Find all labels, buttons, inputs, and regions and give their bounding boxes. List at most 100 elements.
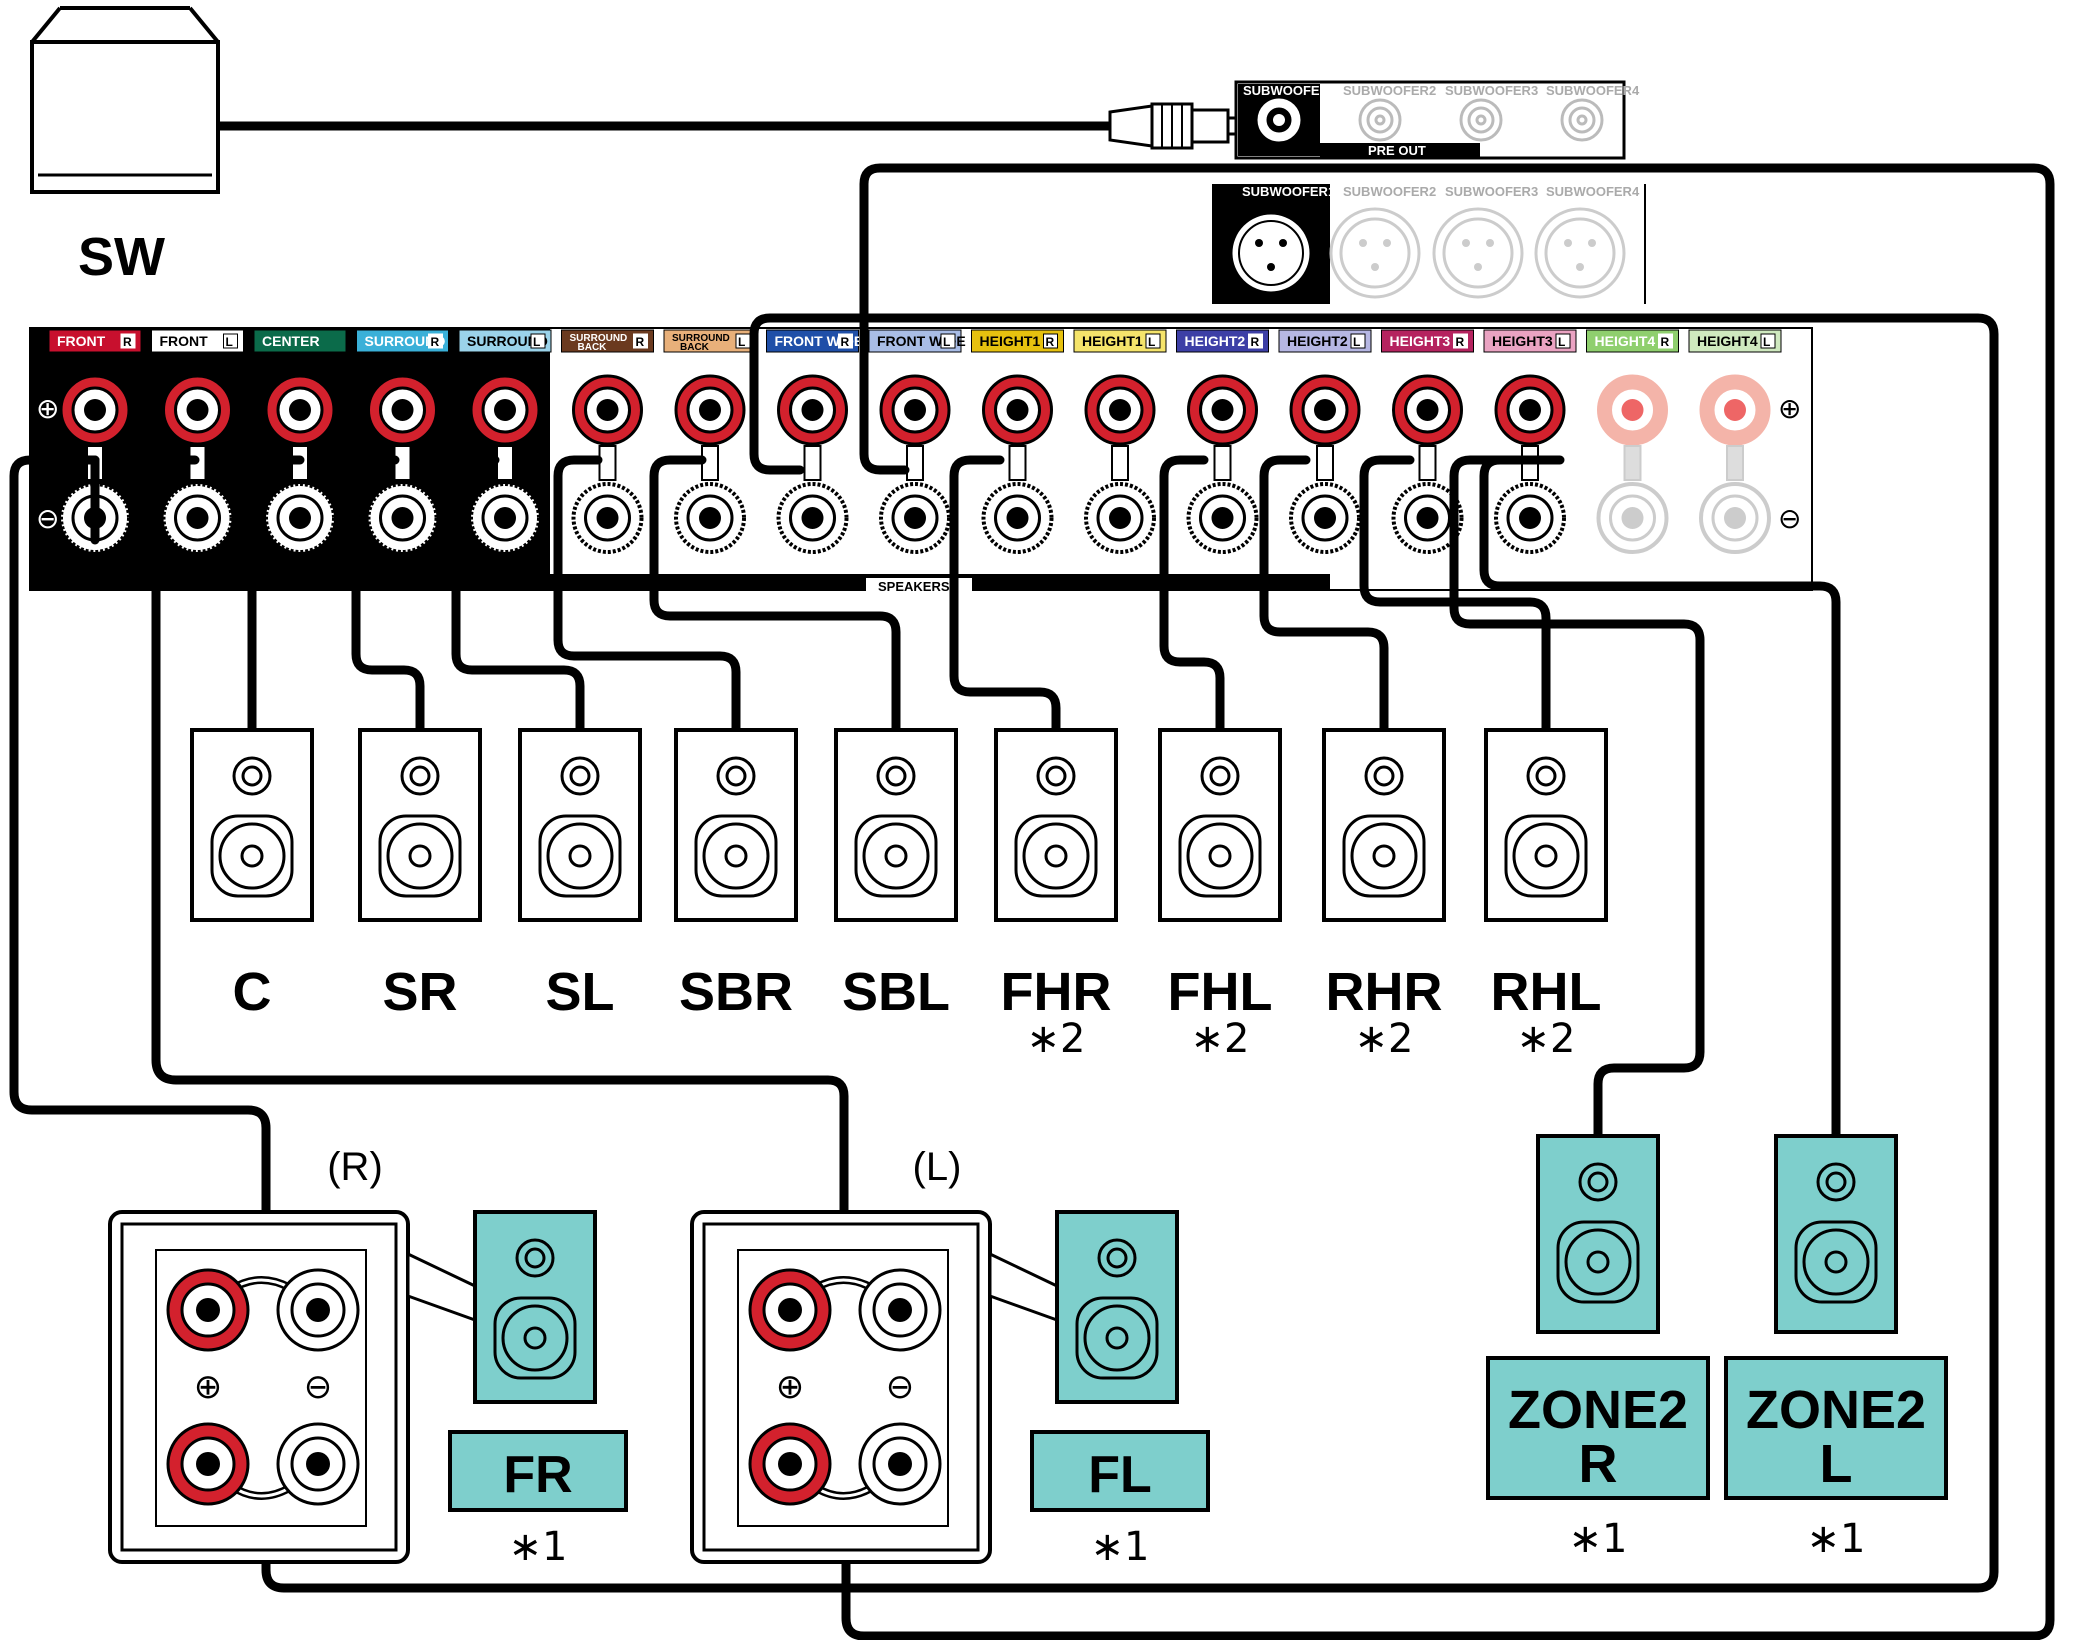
speaker-label-fhl: FHL: [1168, 962, 1273, 1022]
speaker-sr: [358, 728, 482, 922]
plus-post-12[interactable]: [1187, 374, 1258, 446]
preout-rca-label-3: SUBWOOFER3: [1445, 83, 1538, 98]
plus-post-8[interactable]: [777, 374, 848, 446]
plus-post-17[interactable]: [1699, 374, 1771, 446]
plus-post-15[interactable]: [1494, 374, 1566, 446]
terminal-side-7: L: [738, 335, 745, 349]
minus-post-8[interactable]: [776, 482, 849, 554]
minus-post-6[interactable]: [571, 482, 644, 554]
terminal-side-10: R: [1046, 335, 1055, 349]
speaker-label-fhr: FHR: [1001, 962, 1112, 1022]
minus-post-2[interactable]: [161, 482, 234, 554]
minus-post-11[interactable]: [1084, 482, 1156, 554]
plus-post-5[interactable]: [469, 374, 541, 446]
speaker-rhl: [1484, 728, 1608, 922]
speaker-note-fr: ∗1: [509, 1524, 568, 1570]
plus-mark-right: ⊕: [1778, 392, 1801, 425]
bi-amp-post-1[interactable]: [166, 1268, 250, 1352]
minus-post-5[interactable]: [469, 482, 541, 554]
minus-post-16[interactable]: [1596, 482, 1669, 554]
bi-amp-post-4[interactable]: [858, 1422, 942, 1506]
speaker-c: [190, 728, 314, 922]
speaker-label-sbr: SBR: [679, 962, 793, 1022]
plus-post-9[interactable]: [879, 374, 951, 446]
plus-post-10[interactable]: [982, 374, 1053, 446]
bi-amp-post-4[interactable]: [276, 1422, 360, 1506]
preout-section-label: PRE OUT: [1368, 143, 1426, 158]
bi-amp-post-3[interactable]: [748, 1422, 832, 1506]
speaker-sbr: [674, 728, 798, 922]
terminal-side-6: R: [636, 335, 645, 349]
terminal-side-14: R: [1456, 335, 1465, 349]
speaker-sbl: [834, 728, 958, 922]
terminal-label-10: HEIGHT1: [980, 333, 1041, 349]
bi-amp-post-2[interactable]: [276, 1268, 360, 1352]
speaker-zone2-r: [1536, 1134, 1660, 1334]
speaker-label-fl: FL: [1088, 1446, 1152, 1504]
minus-post-13[interactable]: [1289, 482, 1361, 554]
minus-post-4[interactable]: [366, 482, 439, 554]
terminal-sublabel-6: BACK: [578, 342, 608, 353]
terminal-side-9: L: [943, 335, 950, 349]
plus-post-13[interactable]: [1289, 374, 1361, 446]
bi-amp-post-3[interactable]: [166, 1422, 250, 1506]
plus-post-4[interactable]: [367, 374, 438, 446]
terminal-label-11: HEIGHT1: [1082, 333, 1143, 349]
xlr-label-1: SUBWOOFER1: [1242, 184, 1335, 199]
speaker-label-c: C: [233, 962, 272, 1022]
terminal-label-4: SURROUND: [365, 333, 446, 349]
plus-post-1[interactable]: [59, 374, 131, 446]
wires: [9, 163, 2055, 1640]
terminal-side-16: R: [1661, 335, 1670, 349]
terminal-side-17: L: [1763, 335, 1770, 349]
terminal-side-8: R: [841, 335, 850, 349]
speaker-label-rhr: RHR: [1326, 962, 1443, 1022]
minus-post-17[interactable]: [1699, 482, 1771, 554]
bi-amp-post-2[interactable]: [858, 1268, 942, 1352]
plus-post-6[interactable]: [572, 374, 643, 446]
terminal-label-2: FRONT: [160, 333, 209, 349]
xlr-panel: SUBWOOFER1 SUBWOOFER2 SUBWOOFER3 SUBWOOF…: [1212, 184, 1646, 304]
speakers-section-label: SPEAKERS: [878, 579, 950, 594]
terminal-label-6: SURROUND: [570, 333, 628, 344]
speaker-sl: [518, 728, 642, 922]
speaker-fl: [1055, 1210, 1179, 1404]
minus-post-12[interactable]: [1186, 482, 1259, 554]
minus-post-7[interactable]: [674, 482, 746, 554]
zone2-side-label: L: [1820, 1434, 1853, 1494]
minus-post-10[interactable]: [981, 482, 1054, 554]
subwoofer: SW: [30, 6, 220, 287]
bi-amp-minus-mark: ⊖: [304, 1367, 333, 1407]
terminal-label-1: FRONT: [57, 333, 106, 349]
terminal-16: HEIGHT4 R: [1586, 329, 1679, 554]
plus-post-14[interactable]: [1392, 374, 1463, 446]
subwoofer-label: SW: [78, 227, 165, 287]
plus-post-3[interactable]: [264, 374, 336, 446]
plus-post-16[interactable]: [1597, 374, 1668, 446]
minus-post-9[interactable]: [879, 482, 951, 554]
speaker-zone2-l: [1774, 1134, 1898, 1334]
speaker-fhr: [994, 728, 1118, 922]
plus-post-7[interactable]: [674, 374, 746, 446]
terminal-label-16: HEIGHT4: [1595, 333, 1656, 349]
minus-mark-right: ⊖: [1778, 502, 1801, 535]
bi-amp-post-1[interactable]: [748, 1268, 832, 1352]
minus-post-15[interactable]: [1494, 482, 1566, 554]
speaker-label-sr: SR: [382, 962, 457, 1022]
minus-post-3[interactable]: [264, 482, 336, 554]
plus-post-2[interactable]: [162, 374, 233, 446]
xlr-label-3: SUBWOOFER3: [1445, 184, 1538, 199]
terminal-label-7: SURROUND: [672, 333, 730, 344]
plus-post-11[interactable]: [1084, 374, 1156, 446]
terminal-10: HEIGHT1 R: [971, 329, 1064, 554]
minus-post-14[interactable]: [1391, 482, 1464, 554]
speaker-label-sbl: SBL: [842, 962, 950, 1022]
